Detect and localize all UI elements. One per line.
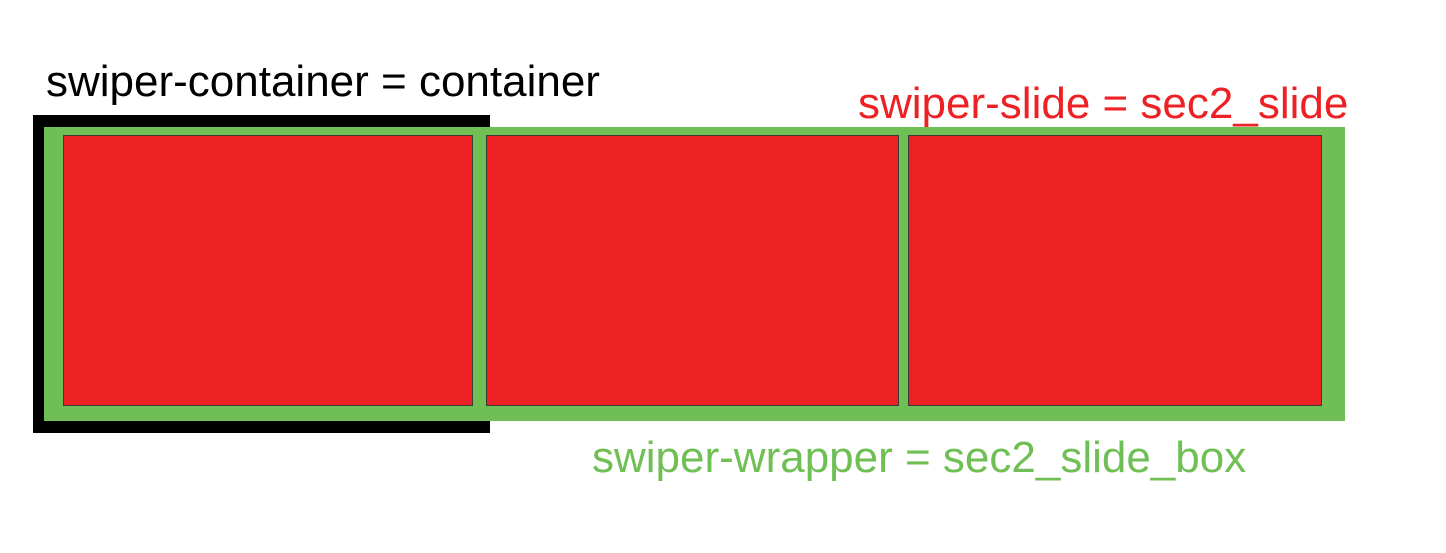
swiper-slide-2 [486,135,899,406]
wrapper-label: swiper-wrapper = sec2_slide_box [592,433,1247,482]
swiper-slide-3 [908,135,1322,406]
swiper-slide-1 [63,135,473,406]
slide-label: swiper-slide = sec2_slide [858,79,1349,128]
container-label: swiper-container = container [46,57,600,106]
